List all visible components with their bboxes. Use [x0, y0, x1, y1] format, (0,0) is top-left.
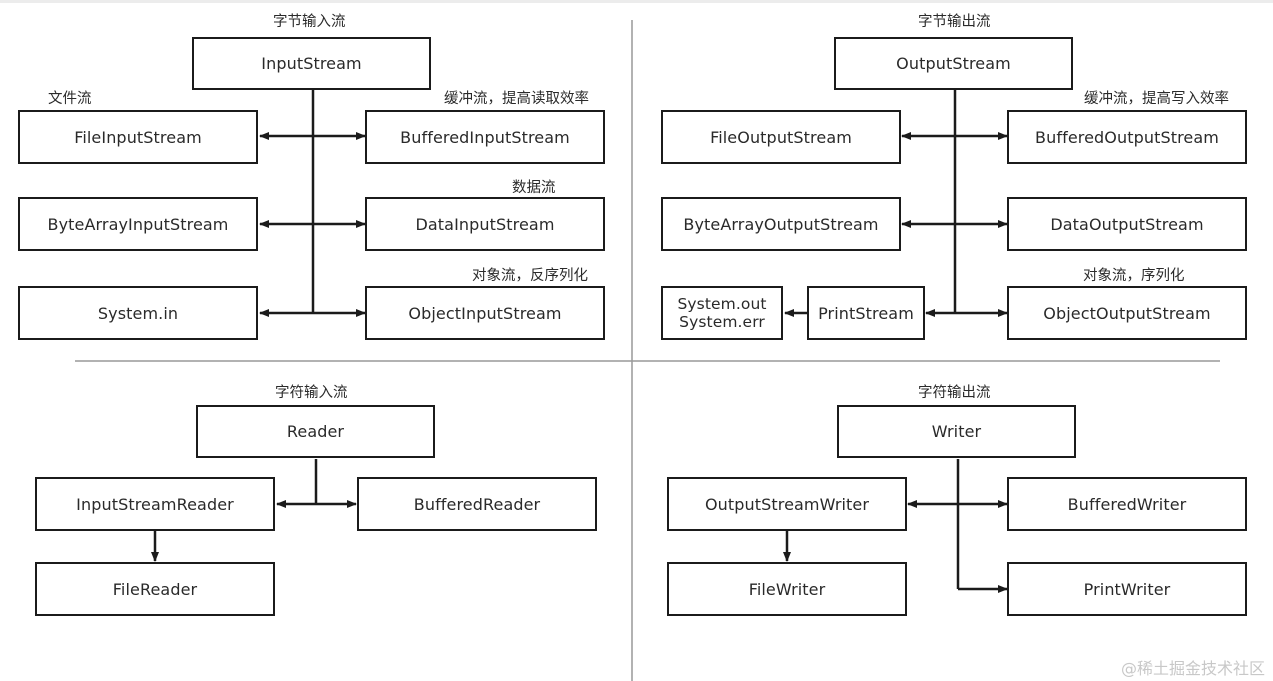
datainputstream-node: DataInputStream — [365, 197, 605, 251]
fileinputstream-node: FileInputStream — [18, 110, 258, 164]
fileoutputstream-node: FileOutputStream — [661, 110, 901, 164]
system-err-text: System.err — [679, 313, 765, 331]
bufferedreader-node: BufferedReader — [357, 477, 597, 531]
system-out-err-node: System.out System.err — [661, 286, 783, 340]
byte-input-title: 字节输入流 — [273, 14, 346, 30]
filereader-node: FileReader — [35, 562, 275, 616]
inputstream-node: InputStream — [192, 37, 431, 90]
byte-output-title: 字节输出流 — [918, 14, 991, 30]
bytearrayoutputstream-node: ByteArrayOutputStream — [661, 197, 901, 251]
filewriter-node: FileWriter — [667, 562, 907, 616]
objectinputstream-node: ObjectInputStream — [365, 286, 605, 340]
objectoutputstream-node: ObjectOutputStream — [1007, 286, 1247, 340]
top-border — [0, 0, 1273, 3]
bufferedwriter-node: BufferedWriter — [1007, 477, 1247, 531]
char-output-title: 字符输出流 — [918, 385, 991, 401]
system-out-text: System.out — [677, 295, 767, 313]
bufferedinputstream-node: BufferedInputStream — [365, 110, 605, 164]
bufferedoutputstream-node: BufferedOutputStream — [1007, 110, 1247, 164]
outputstream-node: OutputStream — [834, 37, 1073, 90]
printwriter-node: PrintWriter — [1007, 562, 1247, 616]
outputstreamwriter-node: OutputStreamWriter — [667, 477, 907, 531]
printstream-node: PrintStream — [807, 286, 925, 340]
dataoutputstream-node: DataOutputStream — [1007, 197, 1247, 251]
object-output-label: 对象流，序列化 — [1083, 268, 1185, 284]
buffered-input-label: 缓冲流，提高读取效率 — [444, 91, 589, 107]
watermark: @稀土掘金技术社区 — [1120, 659, 1265, 678]
buffered-output-label: 缓冲流，提高写入效率 — [1084, 91, 1229, 107]
char-input-title: 字符输入流 — [275, 385, 348, 401]
systemin-node: System.in — [18, 286, 258, 340]
bytearrayinputstream-node: ByteArrayInputStream — [18, 197, 258, 251]
reader-node: Reader — [196, 405, 435, 458]
inputstreamreader-node: InputStreamReader — [35, 477, 275, 531]
object-input-label: 对象流，反序列化 — [472, 268, 588, 284]
data-stream-label: 数据流 — [512, 180, 556, 196]
file-stream-label: 文件流 — [48, 91, 92, 107]
writer-node: Writer — [837, 405, 1076, 458]
